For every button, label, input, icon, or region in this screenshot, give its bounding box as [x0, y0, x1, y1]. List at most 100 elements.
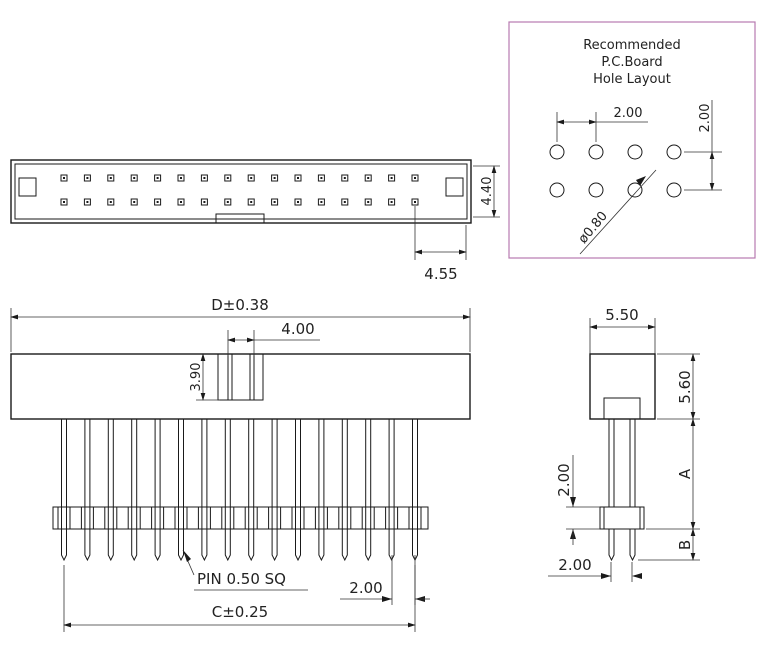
top-pin [364, 174, 372, 182]
top-pin-core [203, 177, 206, 179]
front-pin-spacer-cell [314, 506, 328, 530]
top-pin [200, 174, 208, 182]
top-pin-core [343, 201, 346, 203]
top-pin-core [250, 177, 253, 179]
front-pin [107, 419, 114, 562]
top-pin [294, 198, 302, 206]
top-pin [83, 198, 91, 206]
top-offset-label: 4.55 [424, 265, 457, 283]
front-pin-spacer-cell [268, 506, 282, 530]
front-pin-spacer-cell [174, 506, 188, 530]
front-pin-spacer-cell [80, 506, 94, 530]
top-pin [388, 198, 396, 206]
top-pin [364, 198, 372, 206]
pin-length-a-label: A [676, 468, 694, 479]
hole-pitch-y-label: 2.00 [698, 104, 713, 133]
front-pin-spacer-cell [57, 506, 71, 530]
pin-spacer [52, 506, 429, 530]
side-pin [629, 418, 636, 508]
top-pin [411, 174, 419, 182]
front-pin-spacer-cell [244, 506, 258, 530]
top-pin-core [367, 177, 370, 179]
front-pin [388, 419, 395, 562]
connector-body [10, 353, 471, 420]
front-pin [365, 419, 372, 562]
top-pin-core [133, 177, 136, 179]
hole-layout-title-2: P.C.Board [601, 55, 662, 70]
key-height-label: 3.90 [189, 363, 204, 392]
polarization-key [215, 213, 265, 224]
front-pin-spacer-cell [151, 506, 165, 530]
top-pin [200, 198, 208, 206]
hole-layout-title-3: Hole Layout [593, 72, 671, 87]
side-view: 5.50 5.60 A B 2.00 [548, 306, 700, 582]
top-pin-core [180, 201, 182, 203]
top-pin [60, 198, 68, 206]
pcb-hole [588, 144, 604, 160]
top-pin [388, 174, 396, 182]
top-pin-core [86, 177, 89, 179]
side-body [589, 353, 656, 420]
top-pin-core [320, 201, 323, 203]
front-pin [412, 419, 418, 562]
top-pin [317, 174, 325, 182]
top-pin-core [203, 201, 206, 203]
front-pin-spacer-cell [104, 506, 118, 530]
top-pin [247, 198, 255, 206]
key-slot [217, 353, 264, 401]
side-key [603, 397, 641, 420]
top-pin-core [63, 177, 65, 179]
front-pin-spacer-cell [127, 506, 141, 530]
hole-layout-frame [508, 21, 756, 259]
front-pin-spacer-cell [197, 506, 211, 530]
front-pin [271, 419, 278, 562]
hole-grid [549, 144, 682, 198]
pin-pitch-label: 2.00 [349, 579, 382, 597]
top-pin [341, 198, 349, 206]
front-view-pins [57, 419, 422, 562]
top-pin-core [109, 177, 112, 179]
top-pin [271, 174, 279, 182]
front-pin [84, 419, 91, 562]
pcb-hole [666, 182, 682, 198]
top-pin [154, 174, 162, 182]
top-pin-core [320, 177, 323, 179]
pcb-hole [627, 182, 643, 198]
top-pin [107, 174, 115, 182]
top-pin [341, 174, 349, 182]
row-pitch-label: 2.00 [558, 556, 591, 574]
latch-left [18, 177, 37, 197]
top-pin-core [180, 177, 182, 179]
front-pin-spacer-cell [291, 506, 305, 530]
top-pin [271, 198, 279, 206]
pin-size-label: PIN 0.50 SQ [197, 570, 286, 588]
front-pin [224, 419, 231, 562]
top-pin-core [63, 201, 65, 203]
tail-length-b-label: B [676, 540, 694, 550]
side-pin-tail [608, 529, 615, 562]
front-pin [341, 419, 348, 562]
side-pin-tail [629, 529, 636, 562]
top-pin-core [86, 201, 89, 203]
overall-length-label: D±0.38 [211, 296, 269, 314]
top-pin [130, 174, 138, 182]
side-spacer [599, 506, 645, 530]
hole-layout-title-1: Recommended [583, 38, 681, 53]
top-pin-core [226, 177, 229, 179]
top-pin [294, 174, 302, 182]
top-pin [317, 198, 325, 206]
front-pin [61, 419, 67, 562]
top-pin [107, 198, 115, 206]
pcb-hole [627, 144, 643, 160]
front-view: D±0.38 4.00 3.90 PIN 0.50 SQ 2.0 [10, 296, 471, 632]
top-pin-core [273, 201, 276, 203]
top-view: 4.40 4.55 [10, 159, 500, 283]
top-pin [177, 198, 185, 206]
top-pin [130, 198, 138, 206]
top-pin-core [297, 201, 299, 203]
top-pin-core [414, 177, 416, 179]
front-pin [295, 419, 301, 562]
front-pin [201, 419, 208, 562]
top-pin-core [390, 201, 393, 203]
